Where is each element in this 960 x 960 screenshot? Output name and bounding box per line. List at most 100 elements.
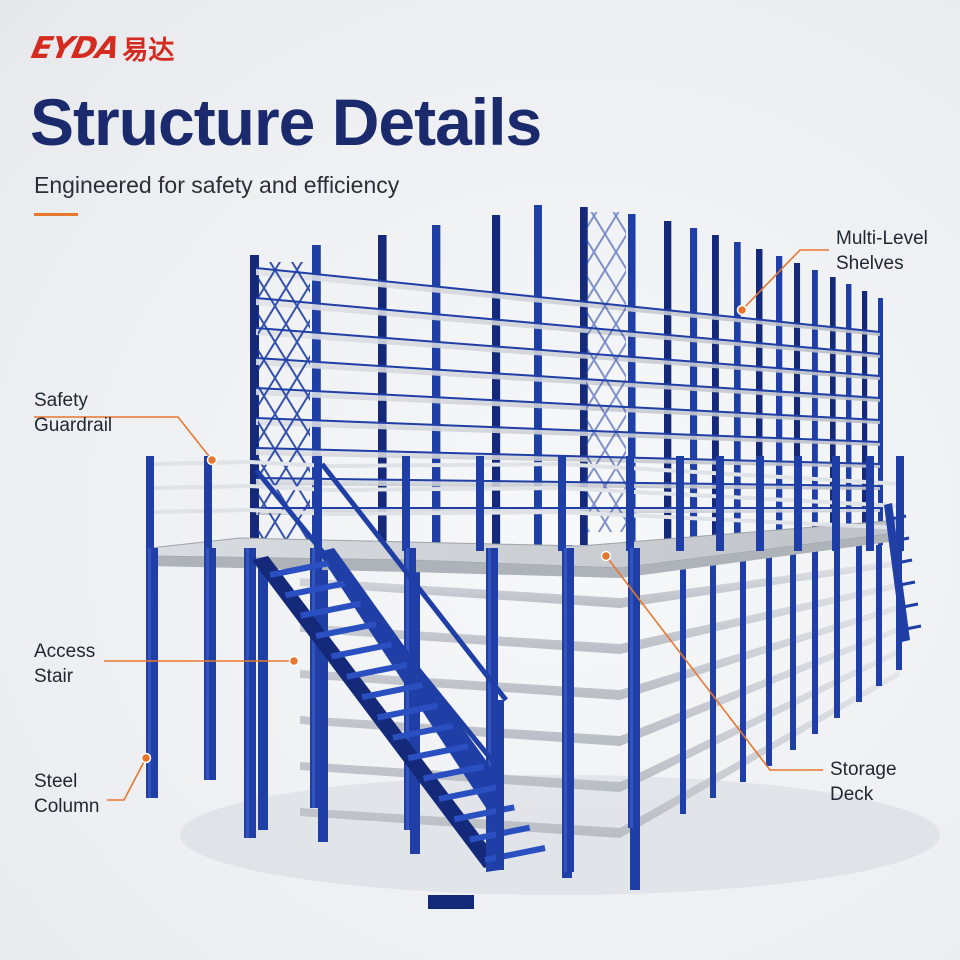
rack-upright [628,214,636,545]
callout-steel-column-marker-dot [140,752,152,764]
callout-access-stair-line1: Access [34,641,96,662]
rack-upright [794,263,801,545]
callout-safety-guardrail-marker-dot [206,454,218,466]
brand-logo-cjk: 易达 [122,36,175,66]
lower-rack-upright [680,545,686,814]
lower-rack-upright [834,545,840,718]
guardrail-tube [148,459,902,486]
upper-shelf-beam [255,387,881,421]
stair-tread [315,621,377,640]
guardrail-post [716,456,724,551]
lower-rack-upright [318,545,328,842]
steel-column-highlight [564,548,567,872]
rack-upright [756,249,763,545]
callout-safety-guardrail-line1: Safety [34,390,88,411]
stair-tread [422,763,485,782]
callout-multi-level-shelves-marker-dot [736,304,748,316]
stair-end-post [496,700,504,870]
upper-shelf-beam [255,417,881,443]
stair-tread [376,702,439,721]
guardrail-post [402,456,410,551]
stair-tread [300,600,362,619]
stair-tread [438,783,500,802]
upper-end-bracing [258,262,310,542]
rack-upright [580,207,588,545]
stair-tread [453,804,515,823]
callout-multi-level-shelves: Multi-Level Shelves [836,226,928,276]
lower-rack-upright [856,545,862,702]
callout-steel-column-leader-line [107,757,147,801]
guardrail-post [866,456,874,551]
stair-foot [428,895,474,909]
guardrail-post [314,456,322,551]
rack-upright [432,225,441,545]
guardrail-tube [148,483,902,508]
guardrail-post [676,456,684,551]
guardrail-post [558,456,566,551]
rear-stair-tread [900,624,922,632]
safety-guardrail [146,456,904,551]
callout-safety-guardrail-leader-line [34,416,213,461]
upper-shelf-beam [255,327,881,377]
rack-upright [250,255,259,545]
stair-tread [330,641,393,660]
callout-multi-level-shelves-leader-line [741,249,829,311]
steel-column-highlight [488,548,491,848]
upper-shelf-beam [255,477,881,487]
rear-stair-tread [897,602,919,610]
lower-rack-upright [740,545,746,782]
lower-rack-upright [790,545,796,750]
rack-upright [878,298,883,545]
brand-logo: EYDA 易达 [28,30,175,67]
rear-stair-tread [891,558,913,566]
page-title: Structure Details [30,85,542,159]
stair-tread [407,743,469,762]
callout-storage-deck-leader-line [605,555,823,771]
lower-rack-upright [766,545,772,766]
guardrail-post [626,456,634,551]
upper-shelf-beam [255,267,881,333]
callout-access-stair-marker-dot [288,655,300,667]
steel-column-highlight [312,548,315,808]
stair-tread [392,722,454,741]
page-subtitle: Engineered for safety and efficiency [34,172,400,198]
callout-storage-deck-line1: Storage [830,759,897,780]
lower-rack-upright [710,545,716,798]
rear-stair-tread [888,536,910,544]
lower-rack-upright [812,545,818,734]
stair-tread [346,661,408,680]
rear-stair-tread [885,514,907,522]
upper-shelf-beam [255,447,881,465]
guardrail-post [204,456,212,551]
callout-safety-guardrail: Safety Guardrail [34,388,112,438]
lower-shelf-level [300,582,900,654]
lower-rack-upright [258,545,268,830]
callout-steel-column-line1: Steel [34,771,78,792]
rack-upright [776,256,783,545]
access-stair [252,462,922,909]
stair-tread [484,845,546,863]
guardrail-post [896,456,904,551]
steel-column [204,548,216,780]
steel-column-highlight [246,548,249,838]
stair-stringer-left [252,556,500,868]
steel-column-highlight [148,548,151,798]
callout-multi-level-shelves-line1: Multi-Level [836,228,928,249]
callout-steel-column: Steel Column [34,769,99,819]
upper-shelf-beam [255,357,881,399]
stair-tread [284,580,346,599]
steel-column [244,548,256,838]
rack-upright [378,235,387,545]
callout-multi-level-shelves-line2: Shelves [836,253,904,274]
guardrail-post [832,456,840,551]
guardrail-tube [148,507,902,530]
steel-column [628,548,640,828]
callout-access-stair: Access Stair [34,639,95,689]
steel-column-highlight [630,548,633,828]
guardrail-post [146,456,154,551]
callout-leader-lines [34,249,829,801]
rear-stair-tread [894,580,916,588]
callout-steel-column-line2: Column [34,796,100,817]
